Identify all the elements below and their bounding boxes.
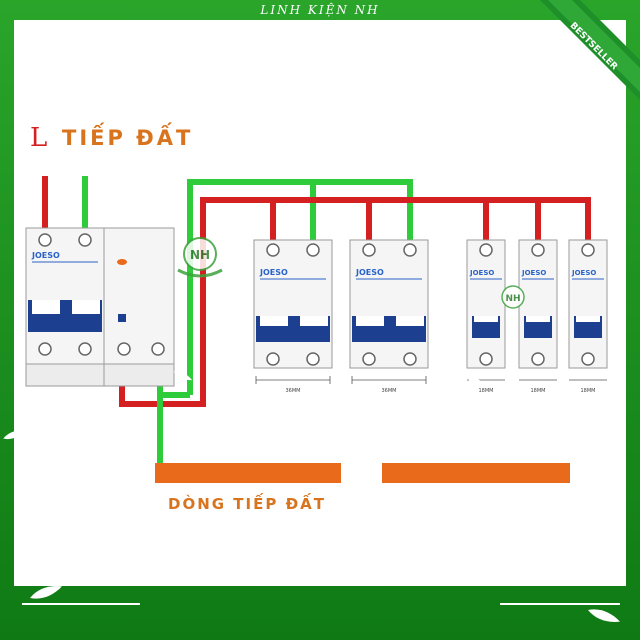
main-breaker: JOESO xyxy=(25,227,105,387)
branch-breaker-2pole-1: JOESO 36MM xyxy=(253,239,333,394)
wires xyxy=(42,176,591,470)
title-text: TIẾP ĐẤT xyxy=(62,122,193,150)
branch-2-brand: JOESO xyxy=(355,268,384,277)
phase-bus-wire xyxy=(119,197,591,407)
branch-breaker-1pole-1: JOESO 18MM xyxy=(466,239,506,394)
ground-bar-label: DÒNG TIẾP ĐẤT xyxy=(168,492,326,513)
branch-1-width: 36MM xyxy=(286,388,301,394)
rcd-device xyxy=(103,227,175,387)
leaf-decoration-left-icon xyxy=(2,369,194,605)
title-prefix: L xyxy=(30,123,47,153)
branch-2-width: 36MM xyxy=(382,388,397,394)
neutral-bus-wire xyxy=(187,179,413,395)
leaf-decoration-right-icon xyxy=(235,374,622,626)
branch-breaker-1pole-3: JOESO 18MM xyxy=(568,239,608,394)
svg-text:NH: NH xyxy=(505,294,520,304)
ground-busbar-left xyxy=(155,463,341,483)
branch-4-width: 18MM xyxy=(531,388,546,394)
branch-3-width: 18MM xyxy=(479,388,494,394)
main-breaker-brand: JOESO xyxy=(31,251,60,260)
branch-5-width: 18MM xyxy=(581,388,596,394)
shop-name: LINH KIỆN NH xyxy=(259,2,379,17)
branch-breaker-2pole-2: JOESO 36MM xyxy=(349,239,429,394)
branch-4-brand: JOESO xyxy=(521,269,546,277)
branch-3-brand: JOESO xyxy=(469,269,494,277)
nh-logo-watermark-small: NH xyxy=(501,285,525,309)
branch-breaker-1pole-2: JOESO 18MM xyxy=(518,239,558,394)
svg-text:NH: NH xyxy=(190,248,210,262)
branch-1-brand: JOESO xyxy=(259,268,288,277)
nh-logo-watermark: NH xyxy=(177,237,223,278)
ground-busbar-right xyxy=(382,463,570,483)
branch-5-brand: JOESO xyxy=(571,269,596,277)
